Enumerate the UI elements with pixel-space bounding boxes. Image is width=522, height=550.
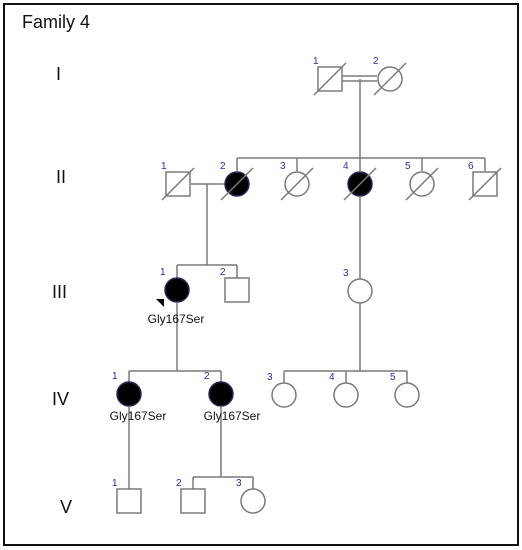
individual-V-1: 1 [112, 478, 142, 514]
deceased-slash-icon [343, 167, 377, 201]
deceased-slash-icon [220, 167, 254, 201]
pedigree-title: Family 4 [22, 12, 90, 32]
female-circle-icon [347, 278, 373, 304]
generation-label-II: II [56, 167, 66, 187]
individual-II-2: 2 [220, 161, 254, 201]
individual-II-5: 5 [405, 161, 439, 201]
individual-number-IV-4: 4 [329, 372, 335, 383]
individual-III-2: 2 [220, 267, 250, 303]
deceased-slash-icon [468, 167, 502, 201]
female-circle-icon [208, 381, 234, 407]
individual-II-4: 4 [343, 161, 377, 201]
frame-border [3, 3, 519, 546]
individual-number-III-2: 2 [220, 267, 226, 278]
individual-III-1: 1 [160, 267, 190, 303]
individual-number-IV-1: 1 [112, 371, 118, 382]
deceased-slash-icon [405, 167, 439, 201]
individual-number-III-3: 3 [343, 268, 349, 279]
deceased-slash-icon [373, 62, 407, 96]
individual-number-II-5: 5 [405, 161, 411, 172]
deceased-slash-icon [161, 167, 195, 201]
individual-IV-2: 2 [204, 371, 234, 407]
proband-arrow-icon [156, 299, 164, 307]
individual-number-V-3: 3 [236, 478, 242, 489]
variant-label-III-1: Gly167Ser [148, 312, 205, 326]
generation-label-IV: IV [52, 389, 69, 409]
generation-label-III: III [52, 282, 67, 302]
individual-number-II-2: 2 [220, 161, 226, 172]
individual-IV-3: 3 [267, 372, 297, 408]
individual-number-I-1: 1 [313, 56, 319, 67]
male-square-icon [224, 277, 250, 303]
individual-number-IV-3: 3 [267, 372, 273, 383]
male-square-icon [180, 488, 206, 514]
pedigree-lines [128, 75, 486, 489]
individual-II-3: 3 [280, 161, 314, 201]
generation-label-I: I [56, 64, 61, 84]
individual-IV-5: 5 [390, 372, 420, 408]
individual-number-II-3: 3 [280, 161, 286, 172]
female-circle-icon [240, 488, 266, 514]
individual-number-V-1: 1 [112, 478, 118, 489]
individual-I-1: 1 [313, 56, 347, 96]
individual-number-I-2: 2 [373, 56, 379, 67]
individual-number-II-1: 1 [161, 161, 167, 172]
individual-II-6: 6 [468, 161, 502, 201]
individual-IV-4: 4 [329, 372, 359, 408]
female-circle-icon [394, 382, 420, 408]
male-square-icon [116, 488, 142, 514]
individual-IV-1: 1 [112, 371, 142, 407]
individual-V-3: 3 [236, 478, 266, 514]
deceased-slash-icon [313, 62, 347, 96]
generation-label-V: V [60, 497, 72, 517]
individual-number-IV-5: 5 [390, 372, 396, 383]
individual-number-IV-2: 2 [204, 371, 210, 382]
female-circle-icon [164, 277, 190, 303]
individual-I-2: 2 [373, 56, 407, 96]
individual-number-V-2: 2 [176, 478, 182, 489]
female-circle-icon [333, 382, 359, 408]
female-circle-icon [116, 381, 142, 407]
individuals: 1 2 1 2 3 4 5 6 1 2 3 1 2 3 4 5 1 2 3 [112, 56, 502, 514]
individual-number-II-4: 4 [343, 161, 349, 172]
individual-number-III-1: 1 [160, 267, 166, 278]
variant-label-IV-2: Gly167Ser [204, 409, 261, 423]
deceased-slash-icon [280, 167, 314, 201]
individual-III-3: 3 [343, 268, 373, 304]
female-circle-icon [271, 382, 297, 408]
variant-label-IV-1: Gly167Ser [110, 409, 167, 423]
individual-number-II-6: 6 [468, 161, 474, 172]
individual-II-1: 1 [161, 161, 195, 201]
individual-V-2: 2 [176, 478, 206, 514]
